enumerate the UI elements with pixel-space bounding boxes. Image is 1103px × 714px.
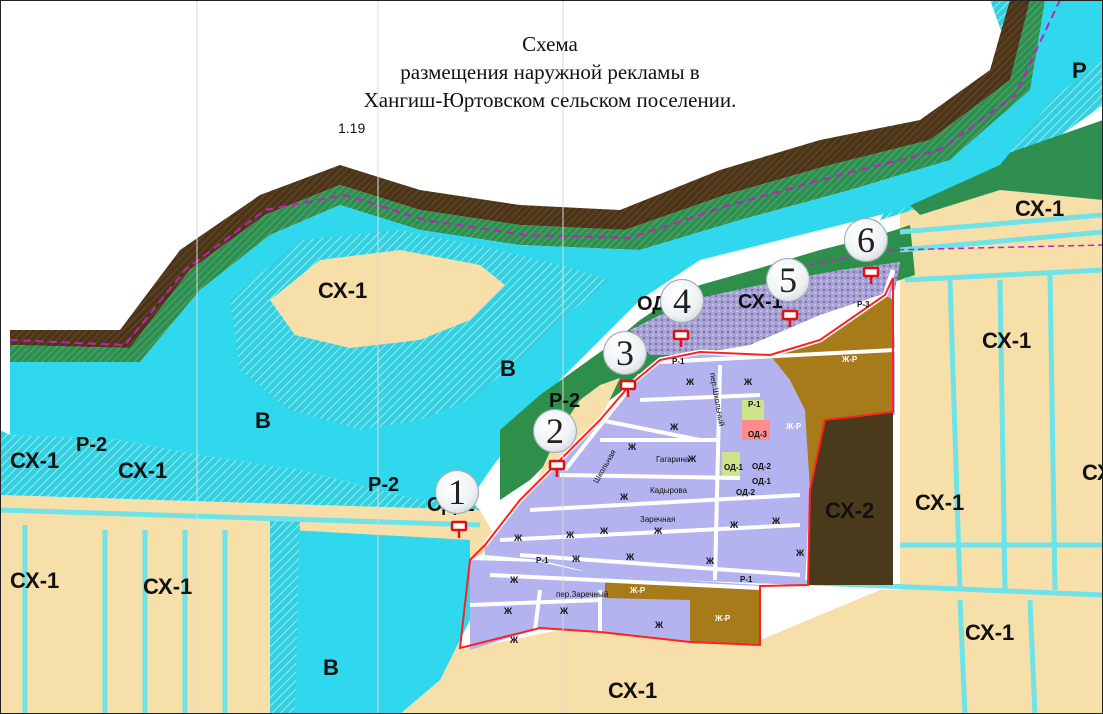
title-line-2: размещения наружной рекламы в [400, 60, 700, 84]
zone-small-label: Ж [686, 377, 695, 387]
zone-small-label: Ж [730, 520, 739, 530]
billboard-number-6[interactable]: 6 [844, 218, 888, 262]
zone-label: СХ-1 [738, 291, 783, 313]
street-label: пер.Заречный [556, 590, 609, 599]
zone-label: СХ-1 [118, 458, 168, 483]
zone-label: СХ-1 [143, 574, 193, 599]
billboard-marker-5[interactable] [781, 309, 799, 327]
zone-small-label: Ж [560, 606, 569, 616]
zone-small-label: Ж [655, 620, 664, 630]
zone-small-label: Р-1 [748, 400, 761, 409]
billboard-number-3[interactable]: 3 [603, 331, 647, 375]
zone-label: СХ-1 [608, 678, 658, 703]
zone-small-label: Ж [510, 635, 519, 645]
zone-small-label: Ж [628, 442, 637, 452]
zone-small-label: Ж-Р [630, 586, 646, 595]
billboard-number-4[interactable]: 4 [660, 279, 704, 323]
billboard-marker-3[interactable] [619, 379, 637, 397]
zone-label: СХ [1082, 460, 1103, 485]
zone-label: СХ-1 [10, 568, 60, 593]
billboard-marker-2[interactable] [548, 459, 566, 477]
zone-small-label: Ж [688, 454, 697, 464]
zone-small-label: Ж [772, 516, 781, 526]
zone-label: Р-2 [76, 434, 108, 456]
street-label: Кадырова [650, 486, 688, 495]
billboard-marker-6[interactable] [862, 266, 880, 284]
zone-label: СХ-2 [825, 498, 875, 523]
zone-small-label: Р-1 [785, 339, 798, 348]
zone-small-label: Ж [796, 548, 805, 558]
zone-small-label: Р-1 [536, 556, 549, 565]
zone-small-label: Ж [626, 552, 635, 562]
zone-small-label: Р-1 [672, 357, 685, 366]
zone-small-label: Ж [600, 526, 609, 536]
zone-label: СХ-1 [965, 620, 1015, 645]
zone-label: СХ-1 [318, 278, 368, 303]
zone-label: Р-2 [549, 390, 581, 412]
zone-label: СХ-1 [10, 448, 60, 473]
zone-label: Р [1072, 58, 1087, 83]
zone-label: Р-2 [368, 474, 400, 496]
zone-label: В [255, 408, 271, 433]
zone-small-label: ОД-2 [736, 488, 755, 497]
street-label: Заречная [640, 515, 676, 524]
zone-small-label: Ж [620, 492, 629, 502]
zone-small-label: Ж-Р [842, 355, 858, 364]
zone-small-label: ОД-3 [748, 430, 767, 439]
zone-label: В [500, 356, 516, 381]
zone-small-label: Ж [514, 533, 523, 543]
zone-small-label: Ж-Р [786, 422, 802, 431]
scheme-code: 1.19 [338, 120, 366, 136]
title-line-1: Схема [522, 32, 578, 56]
billboard-marker-1[interactable] [450, 520, 468, 538]
billboard-marker-4[interactable] [672, 329, 690, 347]
zone-small-label: Ж [706, 556, 715, 566]
zone-small-label: Ж [572, 554, 581, 564]
map-title: Схема размещения наружной рекламы в Ханг… [300, 30, 800, 114]
zone-small-label: Ж [510, 575, 519, 585]
zone-small-label: Ж [504, 606, 513, 616]
zone-small-label: Ж [566, 530, 575, 540]
zone-small-label: Ж-Р [715, 614, 731, 623]
zone-small-label: Р-3 [857, 300, 870, 309]
title-line-3: Хангиш-Юртовском сельском поселении. [363, 88, 737, 112]
zone-small-label: ОД-2 [752, 462, 771, 471]
zone-small-label: ОД-1 [752, 477, 771, 486]
zone-label: СХ-1 [915, 490, 965, 515]
zone-small-label: Ж [744, 377, 753, 387]
zone-small-label: ОД-1 [724, 463, 743, 472]
zone-small-label: Р-1 [740, 575, 753, 584]
zone-small-label: Ж [670, 422, 679, 432]
zone-label: В [323, 655, 339, 680]
billboard-number-2[interactable]: 2 [533, 409, 577, 453]
zone-label: СХ-1 [1015, 196, 1065, 221]
zone-label: СХ-1 [982, 328, 1032, 353]
billboard-number-5[interactable]: 5 [766, 258, 810, 302]
street-label: Гагарина [656, 455, 690, 464]
zone-small-label: Ж [654, 526, 663, 536]
billboard-number-1[interactable]: 1 [435, 470, 479, 514]
